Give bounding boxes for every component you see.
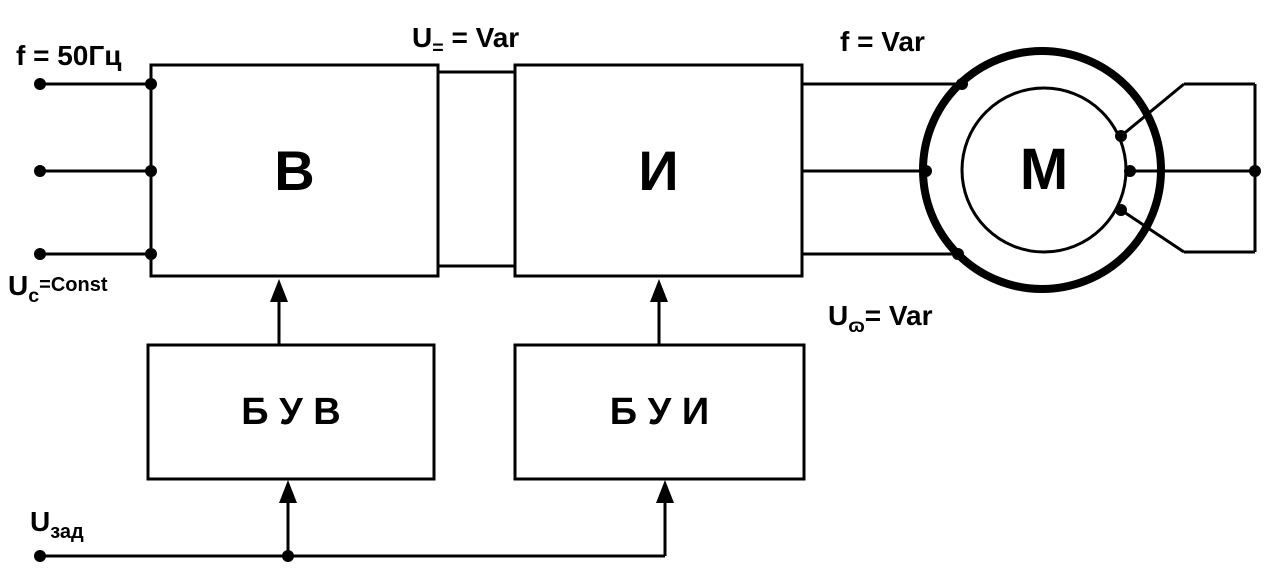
node-dot (34, 248, 46, 260)
output-frequency-label: f = Var (840, 26, 925, 57)
dc-voltage-subscript: = (432, 36, 444, 59)
node-dot (34, 165, 46, 177)
arrow-head-3 (279, 480, 297, 503)
supply-voltage-subscript: c (28, 284, 40, 307)
motor-label: М (1019, 137, 1069, 202)
output-voltage-subscript: ɷ (848, 314, 865, 337)
arrow-head-2 (650, 279, 668, 302)
setpoint-voltage-label: Uзад (30, 506, 84, 543)
node-dot (1249, 165, 1261, 177)
supply-voltage-symbol: U (8, 270, 29, 301)
node-dot (145, 165, 157, 177)
dc-voltage-label: U= = Var (412, 24, 519, 58)
supply-voltage-label: Uc=Const (8, 272, 107, 306)
supply-frequency-label: f = 50Гц (16, 40, 122, 71)
dc-voltage-value: = Var (443, 22, 520, 53)
output-voltage-value: = Var (864, 300, 933, 331)
node-dot (952, 248, 964, 260)
node-dot (920, 165, 932, 177)
node-dot (145, 248, 157, 260)
node-dot (145, 78, 157, 90)
output-voltage-symbol: U (828, 300, 849, 331)
rectifier-label: В (274, 138, 315, 202)
setpoint-voltage-symbol: U (30, 506, 51, 537)
node-dot (34, 550, 46, 562)
arrow-head-1 (270, 279, 288, 302)
node-dot (282, 550, 294, 562)
dc-voltage-symbol: U (412, 22, 433, 53)
node-dot (956, 78, 968, 90)
node-dot (34, 78, 46, 90)
rectifier-control-block (146, 343, 436, 481)
rotor-line-4 (1120, 208, 1185, 254)
node-dot (1115, 204, 1127, 216)
rotor-line-1 (1120, 82, 1185, 138)
node-dot (1115, 130, 1127, 142)
inverter-control-label: Б У И (609, 391, 710, 433)
supply-voltage-value: =Const (39, 274, 108, 296)
rectifier-control-label: Б У В (241, 391, 341, 433)
arrow-head-4 (656, 480, 674, 503)
setpoint-voltage-subscript: зад (50, 521, 84, 543)
inverter-label: И (638, 138, 679, 202)
output-voltage-label: Uɷ= Var (828, 302, 933, 336)
node-dot (1124, 165, 1136, 177)
